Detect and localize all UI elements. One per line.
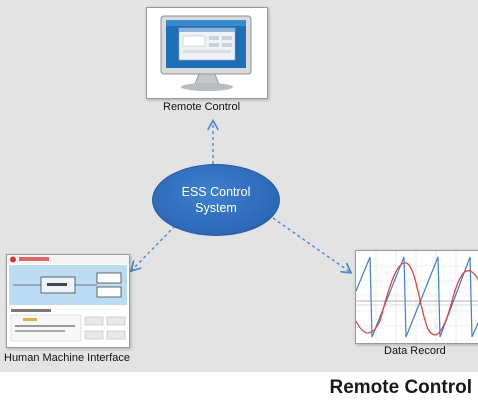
- remote-control-label: Remote Control: [163, 101, 241, 113]
- remote-control-image: [146, 7, 268, 99]
- connector-hmi: [132, 225, 176, 270]
- data-record-label: Data Record: [384, 345, 446, 357]
- hmi-screen-icon: [7, 255, 129, 347]
- waveform-chart-icon: [356, 251, 478, 343]
- footer-bar: [0, 372, 478, 402]
- hmi-image: [6, 254, 130, 348]
- data-record-image: [355, 250, 478, 344]
- footer-title: Remote Control: [329, 377, 473, 398]
- hmi-label: Human Machine Interface: [4, 352, 130, 364]
- monitor-icon: [147, 8, 267, 98]
- center-line-1: ESS Control: [181, 185, 251, 199]
- ess-control-system-node: ESS Control System: [152, 164, 280, 236]
- center-line-2: System: [195, 201, 237, 215]
- connector-data: [272, 217, 350, 272]
- slide-canvas: Remote Control ESS Control System: [0, 0, 478, 372]
